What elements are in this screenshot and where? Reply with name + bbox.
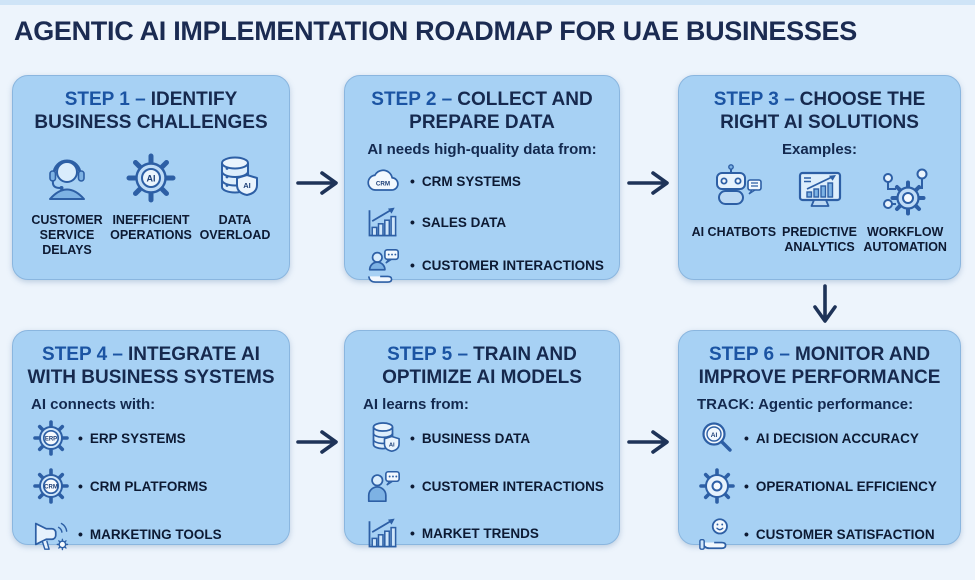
bar-chart-trend-icon xyxy=(368,518,397,548)
workflow-gear-icon xyxy=(883,168,928,216)
arrow-step4-to-step5-icon xyxy=(296,430,338,454)
step-1-box: STEP 1 –IDENTIFY BUSINESS CHALLENGES CUS… xyxy=(12,75,290,280)
svg-text:AI: AI xyxy=(389,443,395,449)
database-ai-shield-icon: AI xyxy=(372,422,400,453)
svg-text:CRM: CRM xyxy=(44,485,58,491)
step-2-box: STEP 2 –COLLECT AND PREPARE DATA AI need… xyxy=(344,75,620,284)
step-5-item-customer-interactions: • CUSTOMER INTERACTIONS xyxy=(363,467,607,505)
step-5-item-business-data: AI • BUSINESS DATA xyxy=(363,419,607,457)
step-3-item-ai-chatbots: AI CHATBOTS xyxy=(691,164,777,255)
step-3-item-workflow-automation: WORKFLOW AUTOMATION xyxy=(862,164,948,255)
megaphone-icon xyxy=(34,523,69,551)
step-4-title: STEP 4 –INTEGRATE AI WITH BUSINESS SYSTE… xyxy=(27,344,275,389)
step-4-subtitle: AI connects with: xyxy=(31,396,156,414)
top-accent-strip xyxy=(0,0,975,5)
step-1-item-customer-service: CUSTOMER SERVICE DELAYS xyxy=(25,150,109,258)
svg-text:CRM: CRM xyxy=(376,181,390,188)
step-6-item-customer-satisfaction: • CUSTOMER SATISFACTION xyxy=(697,515,948,553)
svg-text:AI: AI xyxy=(243,181,251,190)
step-2-subtitle: AI needs high-quality data from: xyxy=(367,141,597,159)
step-5-item-market-trends: • MARKET TRENDS xyxy=(363,515,607,551)
step-6-title: STEP 6 –MONITOR AND IMPROVE PERFORMANCE xyxy=(698,344,941,389)
person-chat-icon xyxy=(367,471,400,503)
svg-text:AI: AI xyxy=(711,432,718,439)
database-ai-shield-icon: AI xyxy=(221,156,258,197)
step-1-title: STEP 1 –IDENTIFY BUSINESS CHALLENGES xyxy=(34,89,268,134)
magnifier-ai-icon: AI xyxy=(702,422,732,453)
page-title: AGENTIC AI IMPLEMENTATION ROADMAP FOR UA… xyxy=(14,16,857,46)
erp-gear-icon: ERP xyxy=(33,420,69,457)
step-5-box: STEP 5 –TRAIN AND OPTIMIZE AI MODELS AI … xyxy=(344,330,620,548)
step-4-item-marketing-tools: • MARKETING TOOLS xyxy=(31,515,277,553)
arrow-step2-to-step3-icon xyxy=(627,171,669,195)
step-6-box: STEP 6 –MONITOR AND IMPROVE PERFORMANCE … xyxy=(678,330,961,551)
step-3-title: STEP 3 –CHOOSE THE RIGHT AI SOLUTIONS xyxy=(713,89,926,134)
person-chat-hand-icon xyxy=(367,249,400,284)
step-3-item-predictive-analytics: PREDICTIVE ANALYTICS xyxy=(777,164,863,255)
gear-icon xyxy=(699,468,735,505)
step-2-title: STEP 2 –COLLECT AND PREPARE DATA xyxy=(371,89,593,134)
step-2-item-sales-data: • SALES DATA xyxy=(363,204,607,240)
robot-chat-icon xyxy=(715,164,762,206)
step-3-box: STEP 3 –CHOOSE THE RIGHT AI SOLUTIONS Ex… xyxy=(678,75,961,280)
svg-text:AI: AI xyxy=(147,174,156,184)
monitor-chart-icon xyxy=(798,172,841,208)
arrow-step5-to-step6-icon xyxy=(627,430,669,454)
support-agent-icon xyxy=(49,159,85,201)
step-5-title: STEP 5 –TRAIN AND OPTIMIZE AI MODELS xyxy=(382,344,582,389)
step-5-subtitle: AI learns from: xyxy=(363,396,469,414)
step-6-item-operational-efficiency: • OPERATIONAL EFFICIENCY xyxy=(697,467,948,505)
arrow-step3-to-step6-icon xyxy=(813,284,837,323)
crm-cloud-icon: CRM xyxy=(367,169,399,192)
crm-gear-icon: CRM xyxy=(33,468,69,505)
step-2-item-crm-systems: CRM • CRM SYSTEMS xyxy=(363,164,607,198)
arrow-step1-to-step2-icon xyxy=(296,171,338,195)
step-1-item-inefficient-operations: AI INEFFICIENT OPERATIONS xyxy=(109,150,193,258)
step-6-subtitle: TRACK: Agentic performance: xyxy=(697,396,914,414)
step-4-item-erp-systems: ERP • ERP SYSTEMS xyxy=(31,419,277,457)
svg-text:ERP: ERP xyxy=(45,437,57,443)
ai-gear-icon: AI xyxy=(126,153,176,203)
step-3-subtitle: Examples: xyxy=(781,141,858,159)
step-1-item-data-overload: AI DATA OVERLOAD xyxy=(193,150,277,258)
step-6-item-ai-decision-accuracy: AI • AI DECISION ACCURACY xyxy=(697,419,948,457)
bar-chart-trend-icon xyxy=(368,207,397,237)
step-4-box: STEP 4 –INTEGRATE AI WITH BUSINESS SYSTE… xyxy=(12,330,290,551)
step-2-item-customer-interactions: • CUSTOMER INTERACTIONS xyxy=(363,246,607,284)
step-4-item-crm-platforms: CRM • CRM PLATFORMS xyxy=(31,467,277,505)
hand-smiley-icon xyxy=(699,518,728,551)
